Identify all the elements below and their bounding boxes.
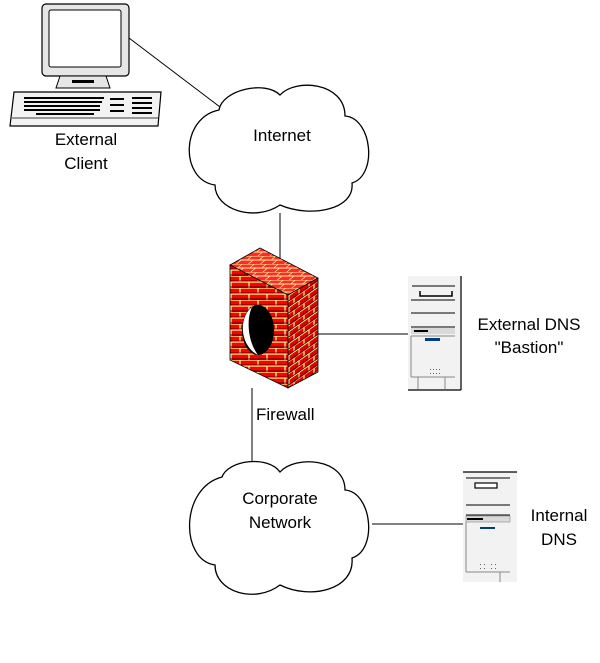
external-client-label-line2: Client: [64, 154, 108, 173]
external-dns-label-line2: "Bastion": [495, 338, 564, 357]
corporate-network-label-line2: Network: [249, 513, 312, 532]
brick-wall-firewall-icon: [229, 247, 319, 389]
external-dns-label-line1: External DNS: [478, 315, 581, 334]
internal-dns-label-line2: DNS: [541, 530, 577, 549]
external-dns-node[interactable]: External DNS "Bastion": [408, 276, 581, 391]
cloud-icon: [188, 84, 370, 214]
internet-label: Internet: [253, 126, 311, 145]
firewall-node[interactable]: Firewall: [229, 247, 319, 424]
external-client-label-line1: External: [55, 130, 117, 149]
internet-node[interactable]: Internet: [188, 84, 370, 214]
external-client-node[interactable]: External Client: [9, 3, 162, 173]
internal-dns-label-line1: Internal: [531, 506, 588, 525]
cloud-icon: [188, 460, 370, 595]
corporate-network-node[interactable]: Corporate Network: [188, 460, 370, 595]
internal-dns-node[interactable]: Internal DNS: [463, 471, 588, 582]
tower-server-icon: [463, 471, 517, 582]
firewall-label: Firewall: [256, 405, 315, 424]
tower-server-icon: [408, 276, 462, 391]
corporate-network-label-line1: Corporate: [242, 489, 318, 508]
link-client-internet: [128, 37, 221, 108]
connection-lines: [128, 37, 463, 525]
computer-workstation-icon: [9, 3, 162, 127]
